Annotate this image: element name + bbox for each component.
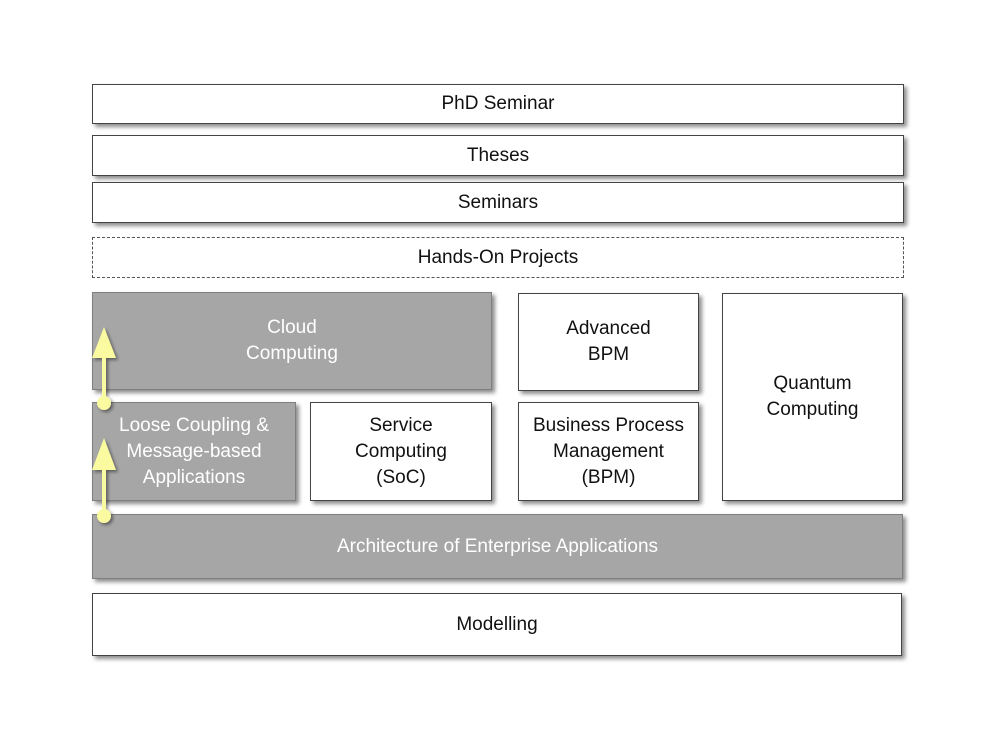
seminars-box: Seminars xyxy=(92,182,904,223)
business-process-management-box: Business Process Management (BPM) xyxy=(518,402,699,501)
modelling-box: Modelling xyxy=(92,593,902,656)
architecture-of-enterprise-applications-box: Architecture of Enterprise Applications xyxy=(92,514,903,579)
service-computing-box: Service Computing (SoC) xyxy=(310,402,492,501)
phd-seminar-box: PhD Seminar xyxy=(92,84,904,124)
quantum-computing-box: Quantum Computing xyxy=(722,293,903,501)
theses-box: Theses xyxy=(92,135,904,176)
loose-coupling-box: Loose Coupling & Message-based Applicati… xyxy=(92,402,296,501)
cloud-computing-box: Cloud Computing xyxy=(92,292,492,390)
hands-on-projects-box: Hands-On Projects xyxy=(92,237,904,278)
advanced-bpm-box: Advanced BPM xyxy=(518,293,699,391)
